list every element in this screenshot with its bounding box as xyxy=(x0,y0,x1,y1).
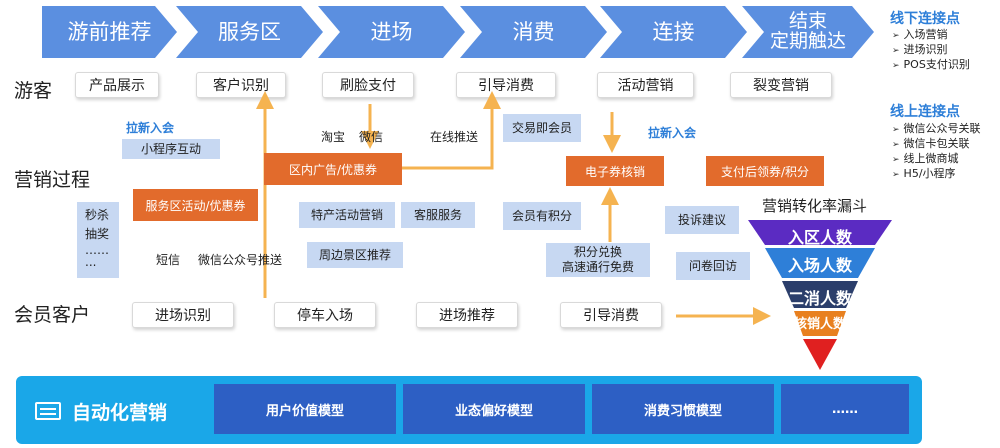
offline-item: POS支付识别 xyxy=(892,58,970,73)
row-label-marketing: 营销过程 xyxy=(14,169,91,191)
stage-consume: 消费 xyxy=(460,6,607,58)
funnel-level-1 xyxy=(748,220,892,245)
wx-push-label: 微信公众号推送 xyxy=(198,253,283,267)
laxin-tag: 拉新入会 xyxy=(126,121,175,135)
taobao-label: 淘宝 xyxy=(321,130,346,144)
offline-title: 线下连接点 xyxy=(890,11,960,27)
row-label-member: 会员客户 xyxy=(14,304,91,326)
list-icon xyxy=(35,402,61,420)
complaint-box: 投诉建议 xyxy=(665,206,739,234)
stage-end: 结束定期触达 xyxy=(742,6,874,58)
funnel-level-5 xyxy=(803,339,837,370)
stage-label: 结束 xyxy=(788,10,827,33)
special-marketing-box: 特产活动营销 xyxy=(299,202,395,228)
model-user-value: 用户价值模型 xyxy=(214,384,396,434)
stage-connect: 连接 xyxy=(600,6,747,58)
stage-label: 连接 xyxy=(652,19,695,44)
row-label-tourist: 游客 xyxy=(14,80,53,102)
tourist-step: 客户识别 xyxy=(196,72,286,98)
online-item: H5/小程序 xyxy=(892,167,981,182)
arrow-up-elbow xyxy=(401,91,501,170)
tourist-step: 产品展示 xyxy=(75,72,159,98)
list-item: 秒杀 xyxy=(85,208,110,222)
online-push-label: 在线推送 xyxy=(430,130,479,144)
stage-label: 消费 xyxy=(512,19,555,44)
model-more: …… xyxy=(781,384,909,434)
automation-title: 自动化营销 xyxy=(72,402,168,424)
member-step: 进场推荐 xyxy=(416,302,518,328)
funnel-level-4 xyxy=(794,311,846,336)
service-activity-box: 服务区活动/优惠券 xyxy=(133,189,258,221)
member-points-box: 会员有积分 xyxy=(503,202,581,230)
tourist-step: 裂变营销 xyxy=(730,72,832,98)
model-habit: 消费习惯模型 xyxy=(592,384,774,434)
funnel-level-2 xyxy=(765,248,875,278)
tourist-step: 刷脸支付 xyxy=(322,72,414,98)
list-item: 抽奖 xyxy=(85,227,110,241)
stage-entry: 进场 xyxy=(318,6,465,58)
trade-member-box: 交易即会员 xyxy=(503,114,581,142)
survey-box: 问卷回访 xyxy=(676,252,750,280)
list-item: ... xyxy=(85,255,97,269)
funnel-label: 入区人数 xyxy=(787,228,852,247)
pay-coupon-box: 支付后领券/积分 xyxy=(706,156,824,186)
nearby-box: 周边景区推荐 xyxy=(307,242,403,268)
funnel-label: 二消人数 xyxy=(787,289,852,308)
offline-list: 入场营销 进场识别 POS支付识别 xyxy=(892,28,970,73)
offline-item: 入场营销 xyxy=(892,28,970,43)
offline-item: 进场识别 xyxy=(892,43,970,58)
member-step: 引导消费 xyxy=(560,302,662,328)
stage-label: 定期触达 xyxy=(769,30,846,52)
weixin-label: 微信 xyxy=(359,130,384,144)
left-activity-list: 秒杀 抽奖 …… ... xyxy=(77,202,119,278)
online-item: 微信卡包关联 xyxy=(892,137,981,152)
tourist-step: 活动营销 xyxy=(597,72,694,98)
online-title: 线上连接点 xyxy=(890,104,960,120)
list-item: …… xyxy=(85,243,109,257)
stage-label: 游前推荐 xyxy=(67,19,152,44)
points-exchange-box: 积分兑换 高速通行免费 xyxy=(546,243,650,277)
stage-label: 服务区 xyxy=(218,19,281,44)
funnel-level-3 xyxy=(782,281,858,308)
member-step: 停车入场 xyxy=(274,302,376,328)
customer-service-box: 客服服务 xyxy=(401,202,475,228)
online-list: 微信公众号关联 微信卡包关联 线上微商城 H5/小程序 xyxy=(892,122,981,182)
stage-service-area: 服务区 xyxy=(176,6,323,58)
laxin-tag: 拉新入会 xyxy=(648,126,697,140)
member-step: 进场识别 xyxy=(132,302,234,328)
stage-label: 进场 xyxy=(370,19,413,44)
miniprogram-box: 小程序互动 xyxy=(122,139,220,159)
points-exchange-line: 高速通行免费 xyxy=(561,260,634,274)
funnel-label: 入场人数 xyxy=(787,256,852,275)
coupon-verify-box: 电子券核销 xyxy=(566,156,664,186)
points-exchange-line: 积分兑换 xyxy=(573,245,622,259)
online-item: 微信公众号关联 xyxy=(892,122,981,137)
tourist-step: 引导消费 xyxy=(456,72,556,98)
stage-pre-trip: 游前推荐 xyxy=(42,6,177,58)
model-preference: 业态偏好模型 xyxy=(403,384,585,434)
online-item: 线上微商城 xyxy=(892,152,981,167)
sms-label: 短信 xyxy=(156,253,181,267)
funnel-title: 营销转化率漏斗 xyxy=(762,197,868,215)
funnel-label: 核销人数 xyxy=(793,317,846,332)
qu-nei-ad-box: 区内广告/优惠券 xyxy=(264,153,402,185)
